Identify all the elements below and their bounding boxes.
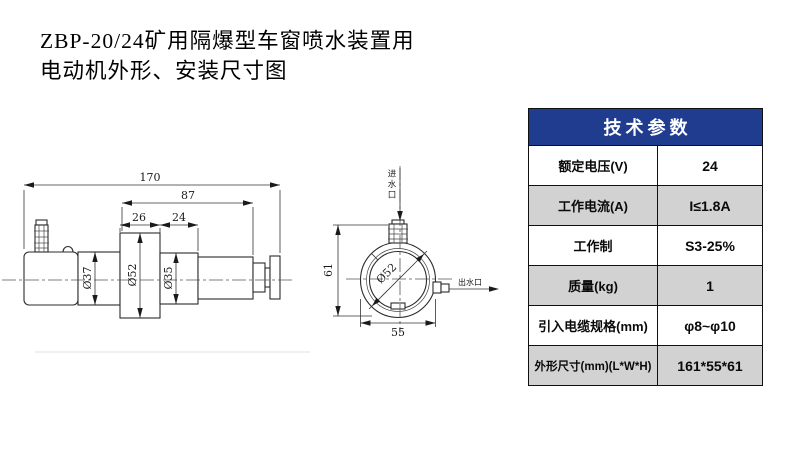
dim-label-d52-side: Ø52 [126,263,139,286]
outlet-arrow: 出水口 [449,277,499,292]
section-d35 [159,252,199,305]
dim-label-170: 170 [140,171,161,184]
dim-55: 55 [360,299,436,339]
dim-label-24: 24 [172,211,186,224]
title-line-1: ZBP-20/24矿用隔爆型车窗喷水装置用 [40,29,415,53]
dim-170: 170 [23,171,281,253]
shaft-step [252,262,266,293]
param-value: 1 [706,277,714,294]
shaft-neck [264,267,271,288]
outlet-label: 出水口 [458,277,482,287]
dim-26: 26 [119,211,161,251]
table-row: 质量(kg) 1 [529,265,762,305]
param-value: 161*55*61 [677,357,743,374]
dim-label-d37: Ø37 [81,266,94,289]
motor-body [23,251,79,306]
screw-bump [62,246,74,253]
outlet-fitting [432,281,450,294]
table-row: 额定电压(V) 24 [529,145,762,185]
side-view-motor [2,219,293,319]
table-header: 技术参数 [529,109,762,145]
inlet-label: 进水口 [387,169,397,201]
dim-d35: Ø35 [162,253,179,304]
inlet-arrow [397,168,403,221]
title-line-2: 电动机外形、安装尺寸图 [40,59,288,83]
shaft-housing [197,256,254,300]
front-view-motor [346,166,452,333]
param-label: 额定电压(V) [529,146,658,185]
param-label: 外形尺寸(mm)(L*W*H) [529,346,658,385]
dim-label-87: 87 [181,189,195,202]
inlet-barb-side [34,219,49,253]
dim-87: 87 [121,189,254,255]
table-row: 外形尺寸(mm)(L*W*H) 161*55*61 [529,345,762,385]
bottom-notch [390,302,406,310]
table-row: 工作电流(A) I≤1.8A [529,185,762,225]
dim-label-26: 26 [132,211,146,224]
dim-d37: Ø37 [81,252,98,305]
dim-label-d35: Ø35 [162,266,175,289]
param-value: I≤1.8A [689,197,731,214]
ring-groove [366,248,430,312]
dim-d52-side: Ø52 [126,233,143,318]
table-row: 工作制 S3-25% [529,225,762,265]
tech-parameters-table: 技术参数 额定电压(V) 24 工作电流(A) I≤1.8A 工作制 S3-25… [528,108,763,386]
end-plate [269,255,281,300]
param-value: φ8~φ10 [684,317,736,334]
table-row: 引入电缆规格(mm) φ8~φ10 [529,305,762,345]
dim-label-61: 61 [322,263,335,277]
engineering-drawing: 170 87 26 24 Ø37 [2,166,499,353]
param-label: 质量(kg) [529,266,658,305]
param-label: 工作制 [529,226,658,265]
dim-24: 24 [160,211,199,251]
dim-label-55: 55 [391,326,405,339]
dim-61: 61 [322,224,388,317]
param-value: 24 [702,157,718,174]
page-title: ZBP-20/24矿用隔爆型车窗喷水装置用 电动机外形、安装尺寸图 [40,26,415,86]
param-label: 引入电缆规格(mm) [529,306,658,345]
param-value: S3-25% [685,237,735,254]
inlet-barb-front [388,219,408,244]
param-label: 工作电流(A) [529,186,658,225]
